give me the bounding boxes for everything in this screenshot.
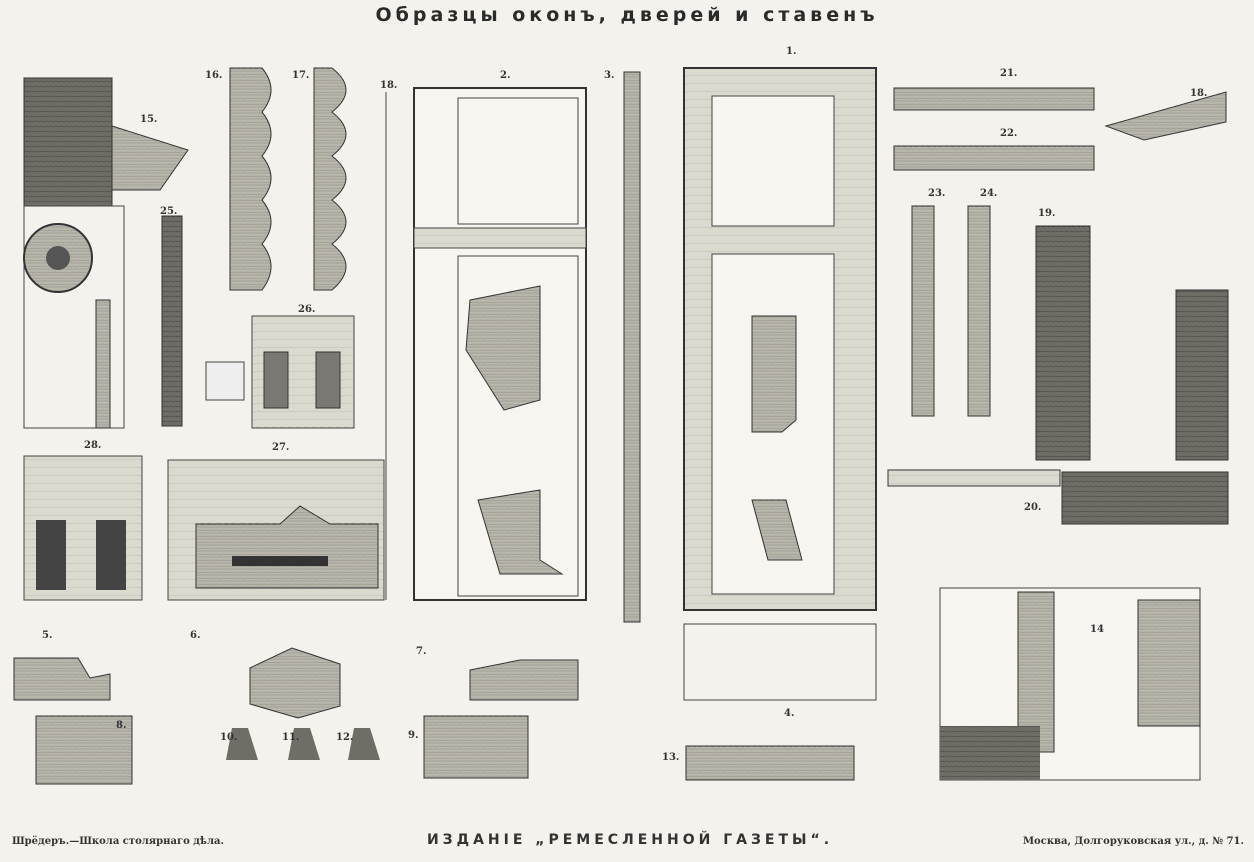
figure-28-label: 28. [84, 440, 101, 451]
figure-27-lock-plate: 27. [167, 442, 385, 601]
figure-14-label: 14 [1090, 624, 1104, 635]
figure-23-label: 23. [928, 188, 945, 199]
figure-21-label: 21. [1000, 68, 1017, 79]
figure-13-label: 13. [662, 752, 679, 763]
figure-22-moulding: 22. [893, 128, 1095, 171]
figure-7-label: 7. [416, 646, 426, 657]
figure-23-section: 23. [911, 188, 945, 417]
figure-22-label: 22. [1000, 128, 1017, 139]
figure-5-label: 5. [42, 630, 52, 641]
figure-24-label: 24. [980, 188, 997, 199]
figure-25-label: 25. [160, 206, 177, 217]
figure-20-shutter-frame: 20. [887, 469, 1229, 525]
figure-13-sample: 13. [662, 745, 855, 781]
figure-8-label: 8. [116, 720, 126, 731]
figure-25-profile: 25. [160, 206, 183, 427]
figure-14-sill-section: 14 [939, 587, 1201, 781]
figure-21-moulding: 21. [893, 68, 1095, 111]
footer-author: Шрёдеръ.—Школа столярнаго дѣла. [12, 836, 224, 847]
figure-7-section: 7. [416, 646, 579, 701]
figure-24-section: 24. [967, 188, 997, 417]
figure-9-section: 9. [408, 715, 529, 779]
figure-1-label: 1. [786, 46, 796, 57]
figure-16-label: 16. [205, 70, 222, 81]
figure-12-profile: 12. [336, 728, 380, 760]
figure-18-label: 18. [380, 80, 397, 91]
figure-19-label: 19. [1038, 208, 1055, 219]
footer-publisher: ИЗДАНІЕ „РЕМЕСЛЕННОЙ ГАЗЕТЫ“. [426, 832, 834, 848]
figure-3-section: 3. [604, 70, 641, 623]
figure-17-label: 17. [292, 70, 309, 81]
footer-address: Москва, Долгоруковская ул., д. № 71. [1022, 836, 1244, 847]
figure-9-label: 9. [408, 730, 418, 741]
figure-15-shutter-box: 15. [23, 77, 189, 429]
figure-27-label: 27. [272, 442, 289, 453]
figure-8-section: 8. [35, 715, 133, 785]
figure-4-label: 4. [784, 708, 794, 719]
figure-2-label: 2. [500, 70, 510, 81]
figure-5-section: 5. [13, 630, 111, 701]
figure-16-scalloped-board: 16. [205, 67, 272, 291]
figure-6-section: 6. [190, 630, 341, 719]
figure-17-scalloped-board: 17. [292, 67, 347, 291]
figure-12-label: 12. [336, 732, 353, 743]
figure-20-label: 20. [1024, 502, 1041, 513]
figure-19-section: 19. [1035, 208, 1091, 461]
figure-26-label: 26. [298, 304, 315, 315]
figure-10-profile: 10. [220, 728, 258, 760]
figure-18b-label: 18. [1190, 88, 1207, 99]
figure-28-rollers: 28. [23, 440, 143, 601]
figure-18-roof-section: 18. [1104, 88, 1229, 461]
figure-6-label: 6. [190, 630, 200, 641]
plate-title: Образцы оконъ, дверей и ставенъ [375, 4, 879, 26]
figure-10-label: 10. [220, 732, 237, 743]
figure-2-window-elevation: 2. [413, 70, 587, 601]
figure-26-hinges: 26. [205, 304, 355, 429]
figure-11-profile: 11. [282, 728, 320, 760]
figure-3-label: 3. [604, 70, 614, 81]
figure-1-door-elevation: 1. 4. [683, 46, 877, 719]
figure-18-scale: 18. [380, 80, 397, 600]
figure-15-label: 15. [140, 114, 157, 125]
figure-11-label: 11. [282, 732, 299, 743]
